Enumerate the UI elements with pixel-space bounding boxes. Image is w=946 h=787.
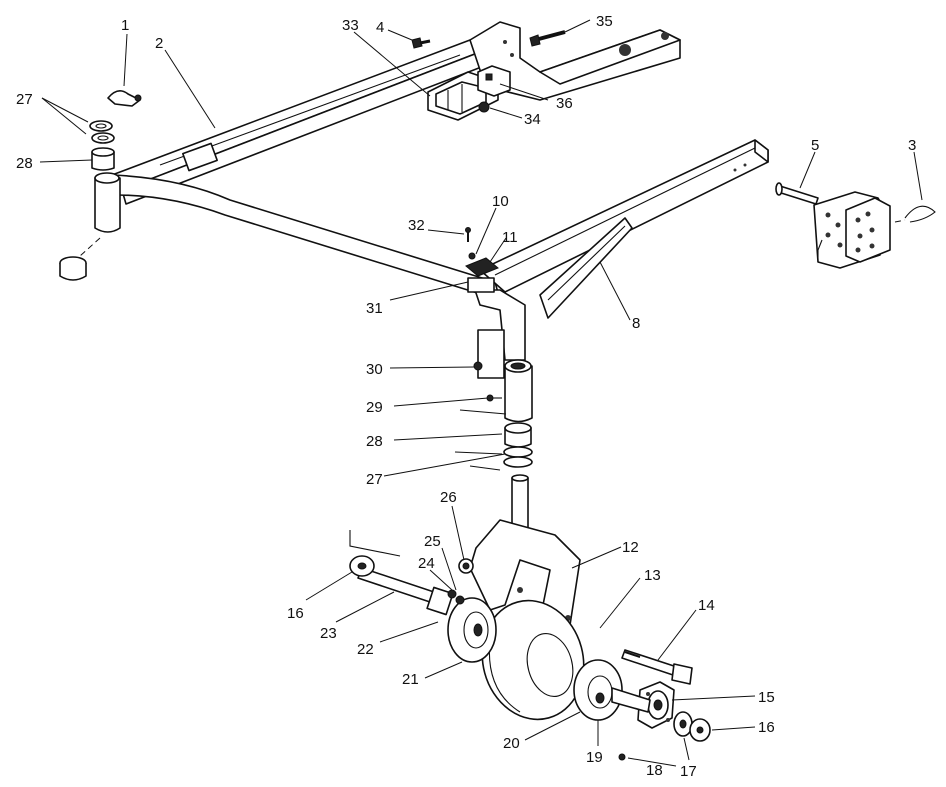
grease-fitting-1 bbox=[107, 90, 142, 107]
callout-5: 5 bbox=[811, 137, 819, 154]
leader-lines bbox=[39, 19, 923, 767]
callout-labels: 1 2 3 4 5 8 10 11 12 13 14 15 16 16 17 1… bbox=[16, 13, 916, 780]
callout-30: 30 bbox=[366, 361, 383, 378]
wheel-tire bbox=[481, 599, 585, 721]
callout-14: 14 bbox=[698, 597, 715, 614]
callout-19: 19 bbox=[586, 749, 603, 766]
callout-8: 8 bbox=[632, 315, 640, 332]
callout-18: 18 bbox=[646, 762, 663, 779]
callout-36: 36 bbox=[556, 95, 573, 112]
callout-13: 13 bbox=[644, 567, 661, 584]
clip-11 bbox=[465, 257, 499, 277]
callout-16b: 16 bbox=[758, 719, 775, 736]
callout-25: 25 bbox=[424, 533, 441, 550]
callout-16a: 16 bbox=[287, 605, 304, 622]
nut-34 bbox=[478, 101, 490, 113]
callout-15: 15 bbox=[758, 689, 775, 706]
bearing-flange-15 bbox=[637, 681, 675, 729]
callout-33: 33 bbox=[342, 17, 359, 34]
callout-27b: 27 bbox=[366, 471, 383, 488]
callout-10: 10 bbox=[492, 193, 509, 210]
callout-11: 11 bbox=[502, 229, 518, 246]
spacer-17 bbox=[673, 711, 693, 737]
left-pivot-tube bbox=[94, 172, 121, 233]
callout-29: 29 bbox=[366, 399, 383, 416]
callout-24: 24 bbox=[418, 555, 435, 572]
clevis-pin-5 bbox=[775, 182, 819, 205]
callout-2: 2 bbox=[155, 35, 163, 52]
callout-20: 20 bbox=[503, 735, 520, 752]
callout-32: 32 bbox=[408, 217, 425, 234]
callout-34: 34 bbox=[524, 111, 541, 128]
wheel-hub-left bbox=[447, 597, 497, 663]
bushing-28-left bbox=[91, 147, 115, 171]
callout-28a: 28 bbox=[16, 155, 33, 172]
grease-fitting-18 bbox=[618, 753, 626, 761]
rear-frame-rail bbox=[111, 39, 485, 205]
callout-21: 21 bbox=[402, 671, 419, 688]
nut-26 bbox=[458, 558, 474, 574]
bolt-4 bbox=[411, 37, 431, 49]
callout-23: 23 bbox=[320, 625, 337, 642]
main-a-frame bbox=[111, 139, 769, 379]
callout-17: 17 bbox=[680, 763, 697, 780]
axle-bolt-23 bbox=[357, 567, 454, 616]
hairpin-clip-3 bbox=[894, 205, 936, 223]
callout-27a: 27 bbox=[16, 91, 33, 108]
bushing-28-center bbox=[504, 422, 532, 448]
hitch-bracket bbox=[469, 21, 681, 101]
screw-32 bbox=[465, 227, 471, 242]
bottom-cap-left bbox=[59, 256, 87, 281]
bolt-14 bbox=[621, 649, 693, 685]
washers-27-center bbox=[503, 446, 533, 468]
bolt-35 bbox=[529, 30, 566, 47]
fittings-29-30 bbox=[473, 361, 502, 402]
callout-1: 1 bbox=[121, 17, 129, 34]
washer-16-right bbox=[689, 718, 711, 742]
center-spindle-tube bbox=[504, 359, 533, 423]
washers-27-left bbox=[89, 120, 115, 144]
hitch-plate-assembly bbox=[813, 191, 891, 269]
nut-10 bbox=[468, 252, 476, 260]
plate-36 bbox=[477, 65, 511, 97]
callout-28b: 28 bbox=[366, 433, 383, 450]
washer-16-left bbox=[349, 555, 375, 577]
callout-3: 3 bbox=[908, 137, 916, 154]
callout-26: 26 bbox=[440, 489, 457, 506]
callout-22: 22 bbox=[357, 641, 374, 658]
callout-35: 35 bbox=[596, 13, 613, 30]
callout-12: 12 bbox=[622, 539, 639, 556]
callout-31: 31 bbox=[366, 300, 383, 317]
callout-4: 4 bbox=[376, 19, 384, 36]
